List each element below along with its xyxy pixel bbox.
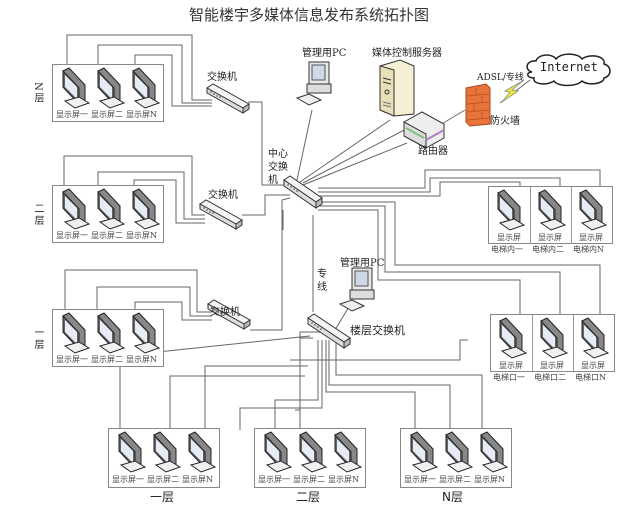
floor-screen-group: 显示屏一显示屏二显示屏N (52, 185, 164, 243)
elevator-inside-group: 显示屏 显示屏 显示屏 (488, 186, 613, 244)
router-label: 路由器 (418, 146, 448, 157)
display-screen-icon (576, 189, 608, 231)
display-screen-icon (129, 67, 161, 109)
screen-label: 显示屏 (540, 361, 564, 370)
bottom-floor-label: N层 (442, 490, 463, 504)
center-switch-label: 中心交换机 (268, 149, 288, 186)
screen-label: 显示屏一 (56, 110, 88, 119)
display-screen-icon (535, 189, 567, 231)
floor-switch-icon (307, 313, 351, 349)
screen-label: 显示屏N (328, 475, 359, 484)
display-screen-icon (261, 431, 293, 473)
display-screen-icon (296, 431, 328, 473)
screen-label: 显示屏 (497, 233, 521, 242)
bottom-screen-group: 显示屏一显示屏二显示屏N (108, 428, 220, 488)
firewall-label: 防火墙 (490, 116, 520, 127)
screen-label: 显示屏二 (147, 475, 179, 484)
mgmt-pc-top-label: 管理用PC (302, 48, 347, 59)
display-screen-icon (442, 431, 474, 473)
mgmt-pc-bottom-icon (338, 267, 375, 312)
screen-label: 显示屏二 (91, 231, 123, 240)
display-screen-icon (150, 431, 182, 473)
display-screen-icon (185, 431, 217, 473)
bottom-screen-group: 显示屏一显示屏二显示屏N (400, 428, 512, 488)
screen-label: 显示屏二 (293, 475, 325, 484)
display-screen-icon (407, 431, 439, 473)
display-screen-icon (94, 188, 126, 230)
elevator-location-label: 电梯内二 (532, 245, 564, 254)
screen-label: 显示屏 (581, 361, 605, 370)
display-screen-icon (578, 317, 610, 359)
switch-label: 交换机 (208, 190, 238, 201)
lightning-icon (501, 79, 525, 103)
display-screen-icon (129, 312, 161, 354)
screen-label: 显示屏N (126, 231, 157, 240)
screen-label: 显示屏N (126, 110, 157, 119)
floor-switch-icon (198, 198, 244, 234)
screen-label: 显示屏N (182, 475, 213, 484)
internet-cloud-icon (526, 53, 611, 87)
display-screen-icon (494, 189, 526, 231)
bottom-floor-label: 一层 (150, 490, 175, 504)
internet-label: Internet (540, 60, 598, 74)
screen-label: 显示屏N (126, 355, 157, 364)
mgmt-pc-top-icon (295, 61, 332, 106)
screen-label: 显示屏二 (439, 475, 471, 484)
router-icon (403, 111, 445, 149)
display-screen-icon (59, 67, 91, 109)
left-floor-label: N层 (32, 82, 43, 105)
screen-label: 显示屏一 (112, 475, 144, 484)
mgmt-pc-bottom-label: 管理用PC (340, 258, 385, 269)
screen-label: 显示屏一 (258, 475, 290, 484)
elevator-location-label: 电梯口一 (493, 373, 525, 382)
dedicated-line-label: 专线 (317, 269, 327, 293)
screen-label: 显示屏二 (91, 355, 123, 364)
display-screen-icon (59, 188, 91, 230)
screen-label: 显示屏N (474, 475, 505, 484)
firewall-icon (465, 83, 491, 127)
screen-label: 显示屏一 (56, 231, 88, 240)
bottom-floor-label: 二层 (296, 490, 321, 504)
display-screen-icon (115, 431, 147, 473)
floor-screen-group: 显示屏一显示屏二显示屏N (52, 309, 164, 367)
elevator-entrance-group: 显示屏 显示屏 显示屏 (490, 314, 615, 372)
screen-label: 显示屏一 (56, 355, 88, 364)
floor-switch-icon (206, 298, 252, 334)
link-type-label: ADSL/专线 (477, 73, 524, 83)
elevator-location-label: 电梯口二 (534, 373, 566, 382)
display-screen-icon (496, 317, 528, 359)
switch-label: 交换机 (210, 307, 240, 318)
floor-screen-group: 显示屏一显示屏二显示屏N (52, 64, 164, 122)
display-screen-icon (537, 317, 569, 359)
media-server-icon (379, 59, 415, 117)
center-switch-icon (283, 175, 323, 209)
elevator-location-label: 电梯内N (573, 245, 604, 254)
screen-label: 显示屏二 (91, 110, 123, 119)
left-floor-label: 一层 (32, 327, 43, 351)
elevator-location-label: 电梯口N (575, 373, 606, 382)
elevator-location-label: 电梯内一 (491, 245, 523, 254)
screen-label: 显示屏 (579, 233, 603, 242)
display-screen-icon (94, 312, 126, 354)
left-floor-label: 二层 (32, 203, 43, 227)
display-screen-icon (477, 431, 509, 473)
floor-switch-label: 楼层交换机 (350, 324, 405, 337)
display-screen-icon (331, 431, 363, 473)
screen-label: 显示屏 (499, 361, 523, 370)
floor-switch-icon (205, 82, 251, 118)
bottom-screen-group: 显示屏一显示屏二显示屏N (254, 428, 366, 488)
screen-label: 显示屏一 (404, 475, 436, 484)
display-screen-icon (94, 67, 126, 109)
display-screen-icon (59, 312, 91, 354)
switch-label: 交换机 (207, 72, 237, 83)
diagram-title: 智能楼宇多媒体信息发布系统拓扑图 (188, 6, 429, 24)
media-server-label: 媒体控制服务器 (372, 48, 442, 59)
display-screen-icon (129, 188, 161, 230)
screen-label: 显示屏 (538, 233, 562, 242)
